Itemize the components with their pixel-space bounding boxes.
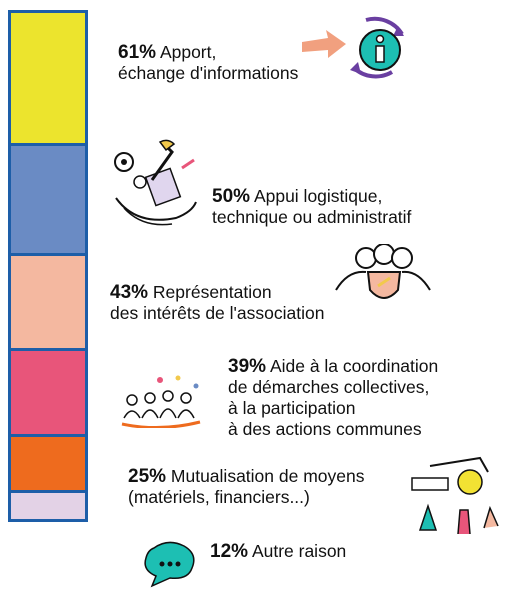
bar-segment-1 <box>11 13 85 144</box>
bar-segment-3 <box>11 255 85 348</box>
text-apport-2: échange d'informations <box>118 63 299 83</box>
text-appui-2: technique ou administratif <box>212 207 412 227</box>
stacked-bar <box>8 10 88 522</box>
shared-resources-icon <box>411 456 499 535</box>
tools-hands-icon <box>114 139 197 226</box>
text-mutualisation-2: (matériels, financiers...) <box>128 487 310 507</box>
pct-representation: 43% <box>110 282 149 303</box>
text-coordination-1: Aide à la coordination <box>269 356 439 376</box>
label-representation: 43% Représentation des intérêts de l'ass… <box>110 282 324 324</box>
label-mutualisation: 25% Mutualisation de moyens (matériels, … <box>128 466 364 508</box>
crowd-celebration-icon <box>121 375 201 428</box>
label-appui-logistique: 50% Appui logistique, technique ou admin… <box>212 186 411 228</box>
label-autre-raison: 12% Autre raison <box>210 541 346 562</box>
bar-segment-6 <box>11 493 85 519</box>
pct-mutualisation: 25% <box>128 466 167 487</box>
people-shield-icon <box>335 244 431 299</box>
speech-bubble-icon <box>144 541 195 588</box>
text-coordination-2: de démarches collectives, <box>228 377 430 397</box>
label-apport-informations: 61% Apport, échange d'informations <box>118 42 298 84</box>
label-coordination: 39% Aide à la coordination de démarches … <box>228 356 438 440</box>
text-coordination-3: à la participation <box>228 398 356 418</box>
info-cycle-icon <box>302 16 404 79</box>
text-representation-1: Représentation <box>152 282 272 302</box>
pct-apport: 61% <box>118 42 157 63</box>
bar-segment-2 <box>11 146 85 253</box>
pct-appui: 50% <box>212 186 251 207</box>
pct-autre: 12% <box>210 541 249 562</box>
text-coordination-4: à des actions communes <box>228 419 422 439</box>
text-appui-1: Appui logistique, <box>253 186 383 206</box>
text-mutualisation-1: Mutualisation de moyens <box>170 466 365 486</box>
pct-coordination: 39% <box>228 356 267 377</box>
bar-segment-5 <box>11 437 85 491</box>
text-autre-1: Autre raison <box>251 541 347 561</box>
text-representation-2: des intérêts de l'association <box>110 303 325 323</box>
text-apport-1: Apport, <box>159 42 217 62</box>
bar-segment-4 <box>11 350 85 434</box>
